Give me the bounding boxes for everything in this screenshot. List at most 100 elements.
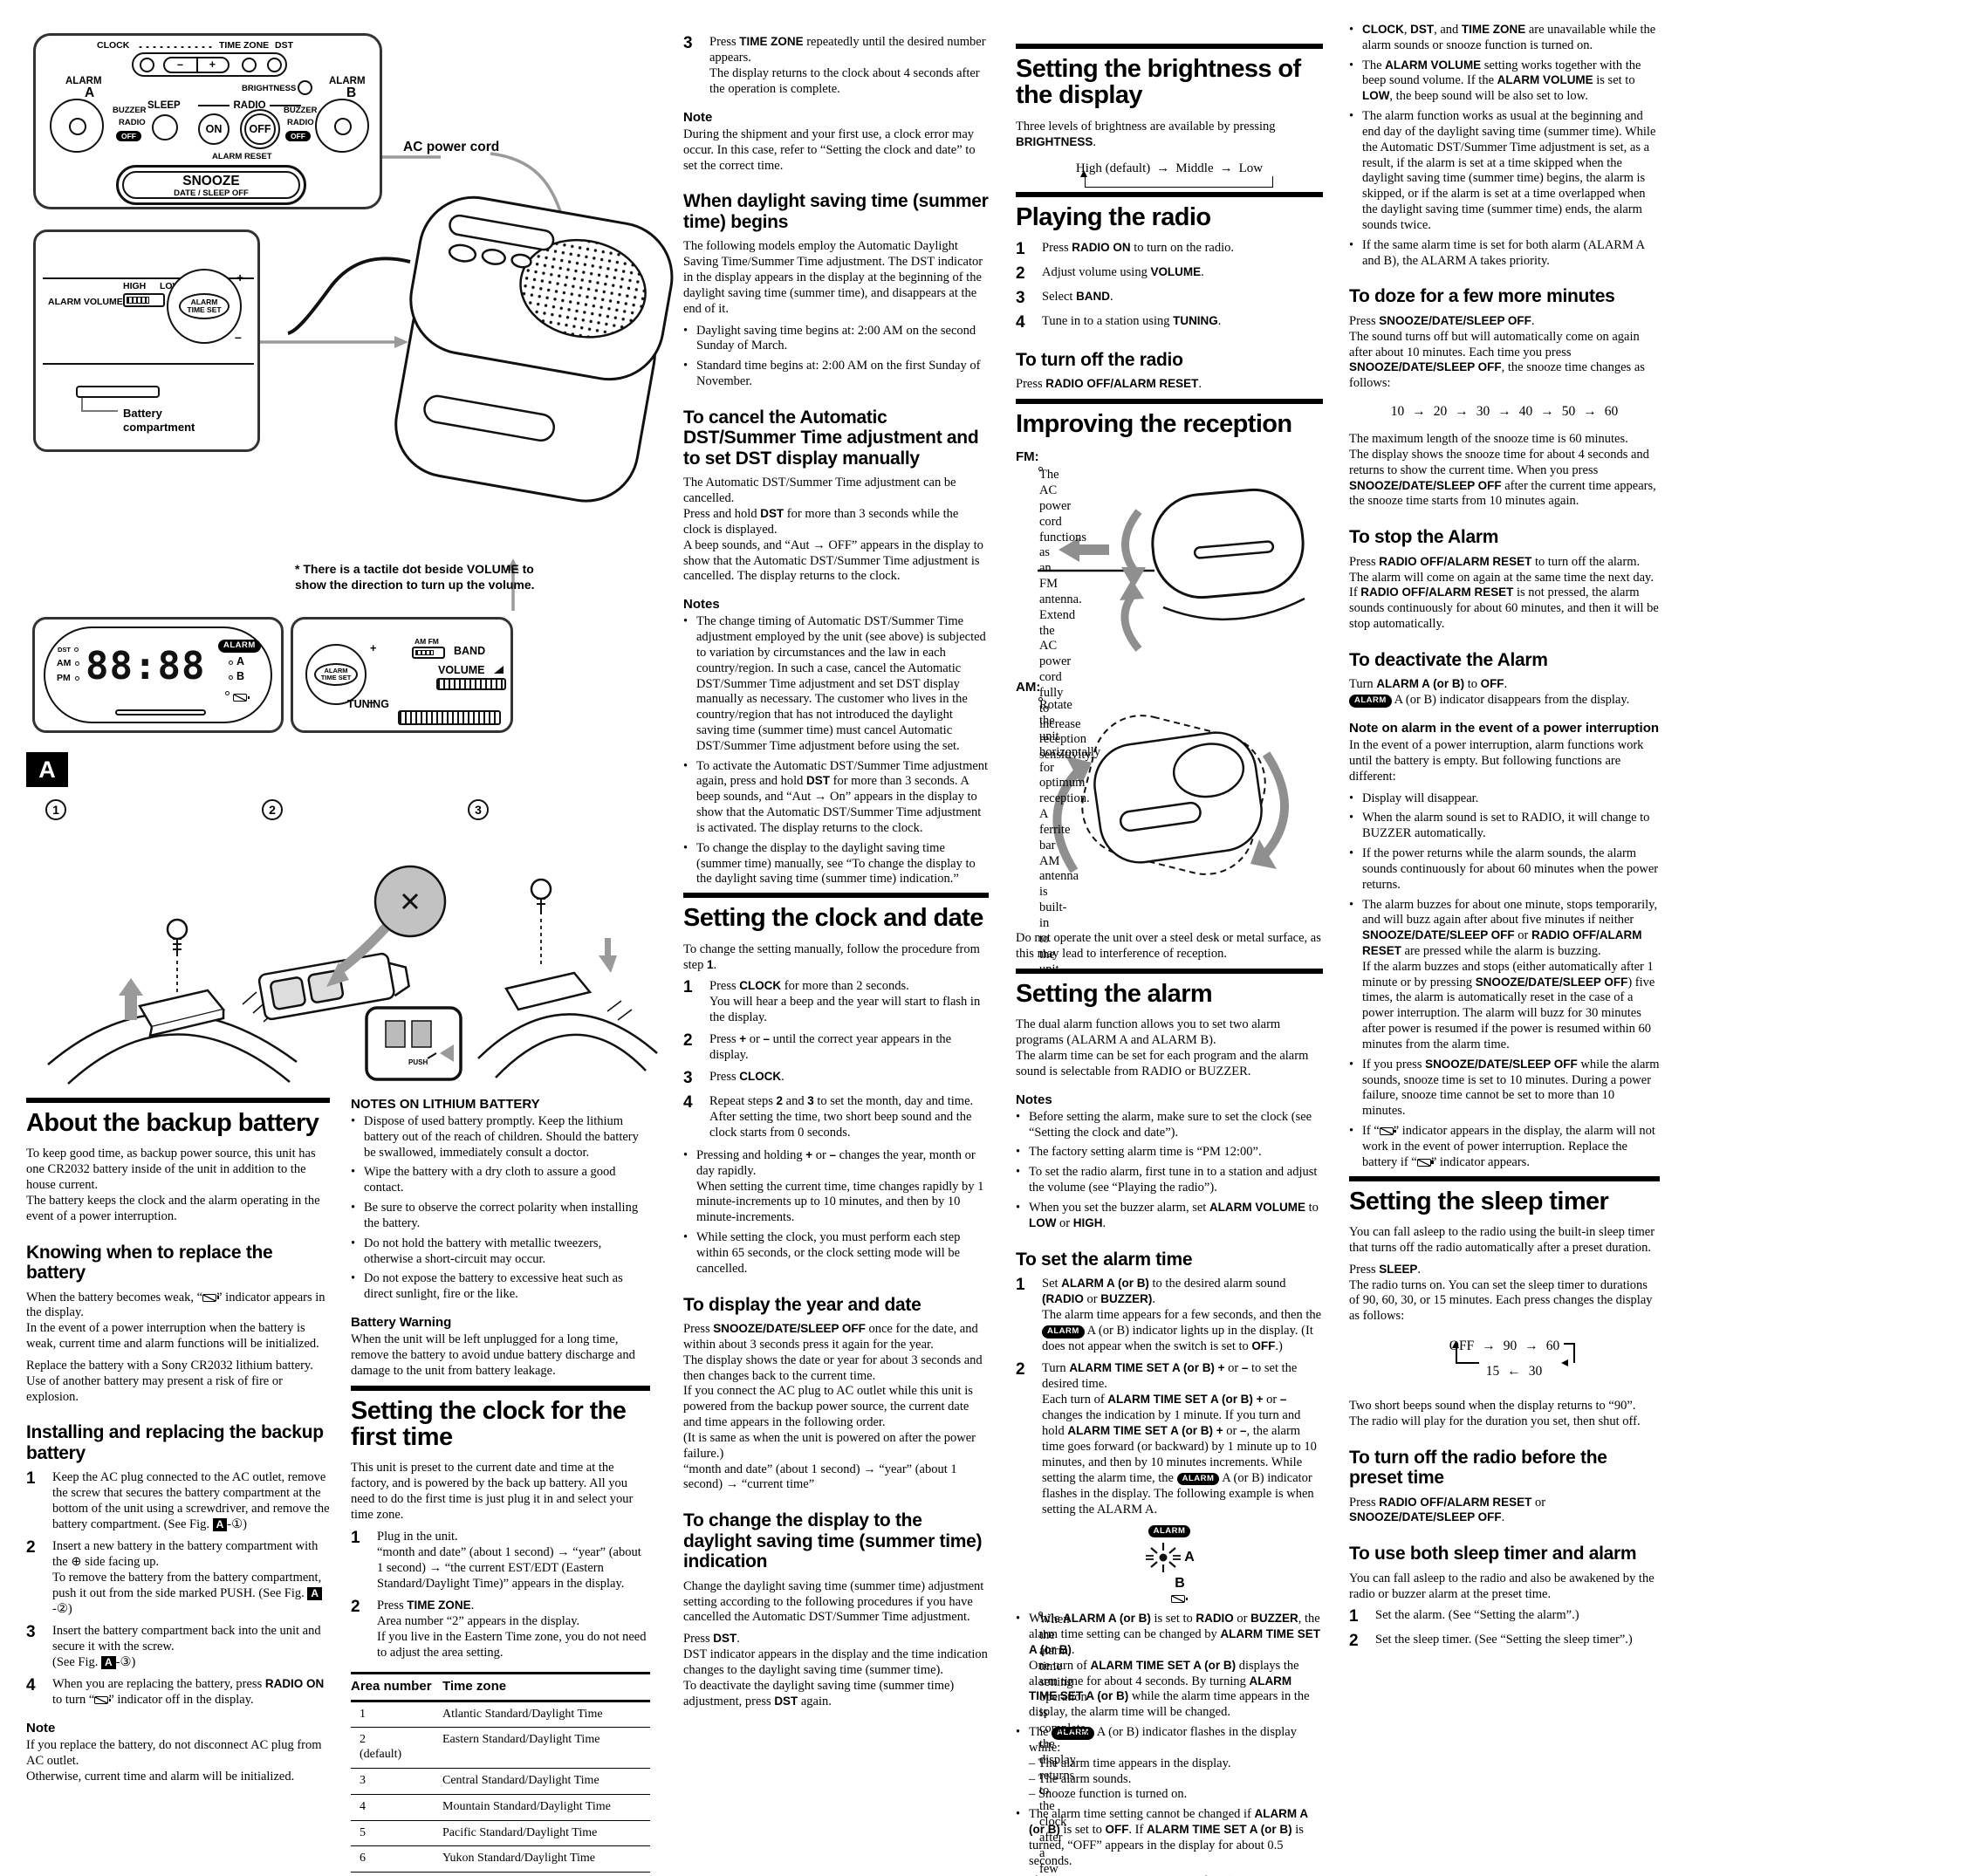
button-name: ALARM TIME SET A (or B) + xyxy=(1069,1360,1225,1374)
bullet-text: The ALARM VOLUME setting works together … xyxy=(1362,58,1641,104)
bullet-dot-icon: • xyxy=(683,359,689,373)
bullet-item: •The alarm time setting cannot be change… xyxy=(1016,1807,1323,1869)
bullet-list: •Daylight saving time begins at: 2:00 AM… xyxy=(683,324,989,390)
push-label: PUSH xyxy=(408,1058,428,1066)
step-item: 2 Set the sleep timer. (See “Setting the … xyxy=(1349,1632,1660,1651)
bullet-item: •Daylight saving time begins at: 2:00 AM… xyxy=(683,324,989,355)
bullet-item: •If the same alarm time is set for both … xyxy=(1349,238,1660,270)
knob2-plus: + xyxy=(370,642,377,654)
bullet-item: •When the alarm sound is set to RADIO, i… xyxy=(1349,811,1660,842)
paragraph: To change the setting manually, follow t… xyxy=(683,941,980,972)
paragraph: The Automatic DST/Summer Time adjustment… xyxy=(683,476,983,584)
button-name: LOW xyxy=(1029,1215,1057,1229)
alarm-a-indicator: A xyxy=(236,655,245,668)
paragraph: Press DST.DST indicator appears in the d… xyxy=(683,1632,988,1708)
step-text: When you are replacing the battery, pres… xyxy=(52,1677,325,1708)
volume-triangle-icon xyxy=(494,666,504,674)
arrow-right-icon: → xyxy=(1482,1338,1496,1353)
bullet-dot-icon: • xyxy=(1016,1109,1021,1124)
bullet-item: •The ALARM VOLUME setting works together… xyxy=(1349,58,1660,105)
bullet-list: •While ALARM A (or B) is set to RADIO or… xyxy=(1016,1612,1323,1876)
step-text: Press TIME ZONE repeatedly until the des… xyxy=(709,35,986,96)
fig-number-3: 3 xyxy=(468,799,489,820)
alarm-b-radio-label: RADIO xyxy=(287,118,314,127)
alarm-b-off-badge: OFF xyxy=(285,131,311,141)
bullet-list: •Display will disappear.•When the alarm … xyxy=(1349,791,1660,1171)
button-name: ALARM A (or B) xyxy=(1029,1807,1308,1837)
step-number: 1 xyxy=(1349,1607,1359,1626)
button-name: – xyxy=(1279,1392,1287,1406)
paragraph: Press RADIO OFF/ALARM RESET or SNOOZE/DA… xyxy=(1349,1495,1546,1525)
step-number: 1 xyxy=(26,1469,36,1489)
bullet-item: •The alarm function works as usual at th… xyxy=(1349,109,1660,234)
timezone-cell: 6 xyxy=(351,1845,442,1873)
step-number: 2 xyxy=(683,1031,693,1051)
alarm-a-radio-label: RADIO xyxy=(119,118,146,127)
snooze-bar-button: SNOOZE DATE / SLEEP OFF xyxy=(116,165,306,205)
time-zone-button xyxy=(242,58,257,72)
button-name: – xyxy=(829,1148,836,1161)
bullet-text: The alarm buzzes for about one minute, s… xyxy=(1362,897,1658,1051)
section-rule xyxy=(1016,44,1323,49)
step-text: Press TIME ZONE.Area number “2” appears … xyxy=(377,1598,647,1660)
paragraph: The dual alarm function allows you to se… xyxy=(1016,1017,1309,1078)
subheading-to-display-the-year: To display the year and date xyxy=(683,1294,921,1315)
am-indicator-label: AM xyxy=(57,658,72,668)
volume-wheel xyxy=(436,678,506,690)
button-name: SNOOZE/DATE/SLEEP OFF xyxy=(1349,1510,1502,1524)
button-name: CLOCK xyxy=(739,979,782,993)
bullet-text: While setting the clock, you must perfor… xyxy=(696,1230,961,1276)
bullet-item: •Pressing and holding + or – changes the… xyxy=(683,1148,989,1226)
battery-low-icon xyxy=(1416,1158,1434,1167)
button-name: BUZZER) xyxy=(1100,1292,1153,1305)
button-name: DST xyxy=(774,1694,798,1708)
step-number: 3 xyxy=(683,34,693,52)
button-name: 2 xyxy=(776,1094,784,1108)
heading-improving-the-reception: Improving the reception xyxy=(1016,409,1292,438)
minor-heading-notes: Notes xyxy=(1016,1092,1052,1107)
snooze-minutes: 60 xyxy=(1604,404,1619,420)
bullet-dot-icon: • xyxy=(1016,1612,1021,1626)
step-text: Set ALARM A (or B) to the desired alarm … xyxy=(1042,1277,1322,1353)
paragraph: Two short beeps sound when the display r… xyxy=(1349,1398,1641,1428)
paragraph: When the battery becomes weak, “” indica… xyxy=(26,1290,325,1352)
bullet-text: Do not expose the battery to excessive h… xyxy=(364,1271,623,1302)
step-number: 2 xyxy=(1349,1632,1359,1651)
bullet-dot-icon: • xyxy=(683,840,689,855)
button-name: HIGH xyxy=(1072,1215,1103,1229)
arrow-right-icon: → xyxy=(1156,161,1170,175)
timezone-cell: 7 xyxy=(351,1872,442,1876)
button-name: CLOCK xyxy=(739,1070,782,1084)
top-controls-panel-figure: CLOCK TIME ZONE DST – + ALARM A BUZZER R… xyxy=(33,33,382,209)
bullet-dot-icon: • xyxy=(1016,1165,1021,1180)
bullet-dot-icon: • xyxy=(683,758,689,773)
section-rule xyxy=(683,893,989,899)
button-name: TIME ZONE xyxy=(1461,23,1526,36)
heading-setting-the-sleep-timer: Setting the sleep timer xyxy=(1349,1187,1609,1215)
timezone-cell: 4 xyxy=(351,1794,442,1821)
heading-setting-the-clock-for: Setting the clock for the first time xyxy=(351,1396,627,1452)
button-name: RADIO ON xyxy=(1072,240,1131,254)
paragraph: Replace the battery with a Sony CR2032 l… xyxy=(26,1358,313,1404)
step-text: Set the sleep timer. (See “Setting the s… xyxy=(1375,1633,1633,1647)
bullet-item: •If the power returns while the alarm so… xyxy=(1349,846,1660,893)
plus-label: + xyxy=(209,58,216,71)
bullet-item: •The alarm buzzes for about one minute, … xyxy=(1349,898,1660,1053)
paragraph: You can fall asleep to the radio and als… xyxy=(1349,1571,1655,1601)
timezone-cell: Central Standard/Daylight Time xyxy=(442,1768,650,1795)
button-name: RADIO ON xyxy=(264,1677,325,1691)
bullet-item: •Standard time begins at: 2:00 AM on the… xyxy=(683,359,989,390)
clock-button xyxy=(140,58,154,72)
cycle-return-line xyxy=(1455,1347,1479,1364)
brightness-label: BRIGHTNESS xyxy=(242,84,297,93)
snooze-minutes: 10 xyxy=(1390,404,1405,420)
minor-heading-fm: FM: xyxy=(1016,449,1039,465)
